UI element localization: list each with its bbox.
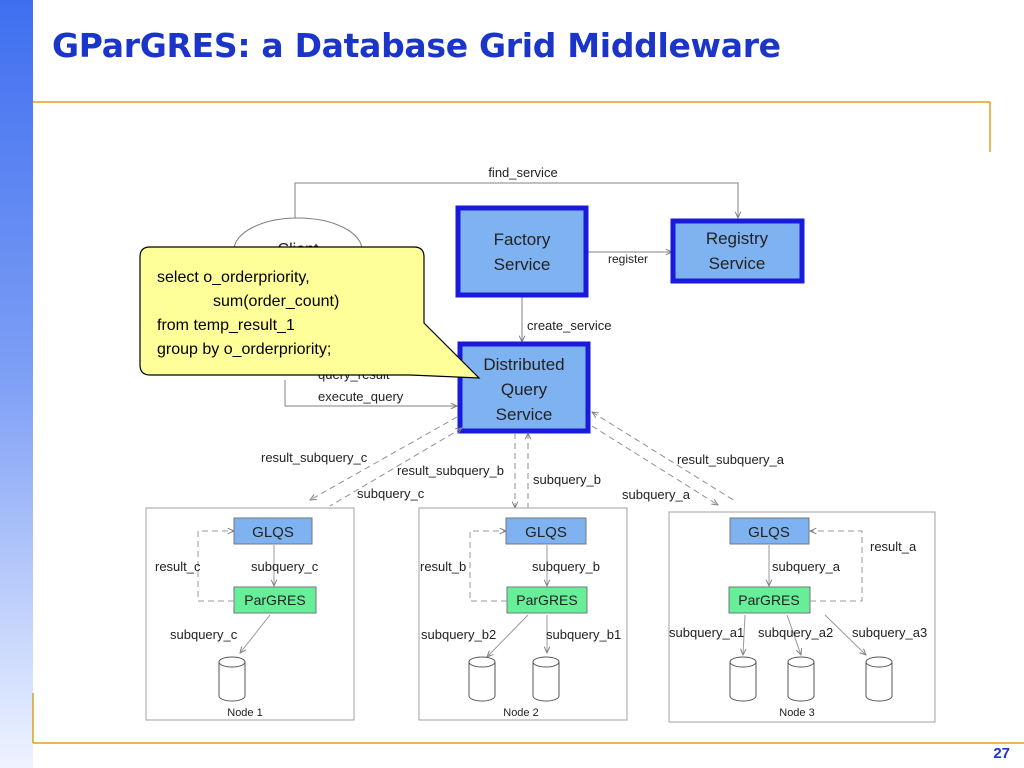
result-label: result_c	[155, 559, 201, 574]
left-accent-bar	[0, 0, 33, 768]
database-icon	[787, 656, 815, 702]
page-number: 27	[993, 745, 1010, 762]
sql-callout: select o_orderpriority, sum(order_count)…	[139, 246, 481, 379]
subquery-label: subquery_c	[251, 559, 319, 574]
registry-service-label-line1: Registry	[706, 229, 769, 248]
database-icon	[468, 656, 496, 702]
glqs-label: GLQS	[748, 524, 790, 541]
dqs-label-line1: Distributed	[483, 355, 564, 374]
node-3: GLQS ParGRES result_a subquery_a subquer…	[669, 517, 927, 719]
node-name: Node 2	[503, 707, 538, 719]
database-icon	[218, 656, 246, 702]
database-icon	[729, 656, 757, 702]
result-label: result_b	[420, 559, 466, 574]
pargres-box	[506, 586, 588, 614]
node-name: Node 3	[779, 707, 814, 719]
pargres-box	[728, 586, 811, 614]
glqs-label: GLQS	[252, 524, 294, 541]
db-subquery-label: subquery_c	[170, 627, 238, 642]
result-label: result_a	[870, 539, 917, 554]
result-subquery-c-label: result_subquery_c	[261, 450, 368, 465]
create-service-label: create_service	[527, 318, 612, 333]
callout-line-1: select o_orderpriority,	[157, 269, 310, 286]
slide-frame	[32, 101, 1024, 744]
factory-service-box	[455, 205, 589, 298]
pargres-label: ParGRES	[516, 592, 577, 608]
subquery-b-label: subquery_b	[533, 472, 601, 487]
db-subquery-label-b1: subquery_b1	[546, 627, 621, 642]
callout-line-3: from temp_result_1	[157, 317, 295, 334]
find-service-label: find_service	[488, 165, 557, 180]
db-subquery-label-a3: subquery_a3	[852, 625, 927, 640]
slide-title: GParGRES: a Database Grid Middleware	[52, 26, 781, 65]
factory-service-label-line2: Service	[494, 255, 551, 274]
node-name: Node 1	[227, 707, 262, 719]
subquery-arrows	[310, 412, 736, 508]
register-label: register	[608, 252, 648, 266]
pargres-label: ParGRES	[738, 592, 799, 608]
pargres-box	[233, 586, 317, 614]
subquery-label: subquery_a	[772, 559, 841, 574]
distributed-query-service-box	[457, 341, 591, 434]
execute-query-label: execute_query	[318, 389, 404, 404]
db-subquery-label-b2: subquery_b2	[421, 627, 496, 642]
result-subquery-a-label: result_subquery_a	[677, 452, 785, 467]
db-subquery-label-a2: subquery_a2	[758, 625, 833, 640]
glqs-box	[505, 517, 587, 545]
subquery-c-label: subquery_c	[357, 486, 425, 501]
dqs-label-line3: Service	[496, 405, 553, 424]
database-icon	[865, 656, 893, 702]
registry-service-label-line2: Service	[709, 254, 766, 273]
subquery-label: subquery_b	[532, 559, 600, 574]
db-subquery-label-a1: subquery_a1	[669, 625, 744, 640]
glqs-label: GLQS	[525, 524, 567, 541]
service-connectors	[284, 182, 738, 406]
glqs-box	[233, 517, 313, 545]
node-2: GLQS ParGRES result_b subquery_b subquer…	[420, 517, 621, 719]
node-1: GLQS ParGRES result_c subquery_c subquer…	[155, 517, 319, 719]
pargres-label: ParGRES	[244, 592, 305, 608]
dqs-label-line2: Query	[501, 380, 548, 399]
database-icon	[532, 656, 560, 702]
callout-line-4: group by o_orderpriority;	[157, 341, 331, 358]
glqs-box	[729, 517, 810, 545]
factory-service-label-line1: Factory	[494, 230, 551, 249]
subquery-a-label: subquery_a	[622, 487, 691, 502]
callout-line-2: sum(order_count)	[213, 293, 339, 310]
result-subquery-b-label: result_subquery_b	[397, 463, 504, 478]
registry-service-box	[670, 218, 805, 284]
